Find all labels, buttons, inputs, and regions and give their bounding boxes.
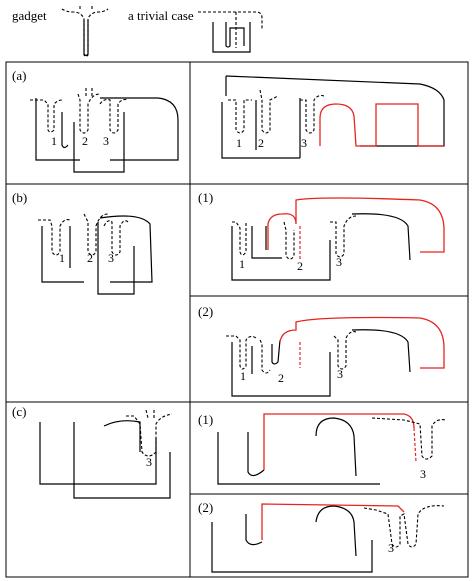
panel-b-num-3: 3 [108,251,114,265]
gadget-glyph [61,6,109,58]
panel-b1-result [231,197,445,281]
panel-a-result-num-3: 3 [301,136,307,150]
panel-b-label: (b) [12,190,27,205]
panel-c1-label: (1) [198,412,213,427]
panel-b1-num-1: 1 [239,257,245,271]
panel-c2-result [211,503,445,573]
panel-b1-label: (1) [198,190,213,205]
panel-a-result-num-2: 2 [258,136,264,150]
panel-c-label: (c) [12,404,26,419]
panel-a-num-3: 3 [103,134,109,148]
panel-a-num-1: 1 [51,134,57,148]
panel-a-result [221,75,445,159]
panel-c2-num-3: 3 [388,541,394,555]
panel-c2-label: (2) [198,500,213,515]
gadget-label: gadget [12,8,47,23]
panel-b-num-1: 1 [59,251,65,265]
trivial-case-label: a trivial case [128,8,194,23]
panel-b1-num-3: 3 [336,255,342,269]
panel-b2-label: (2) [198,304,213,319]
panel-b2-num-1: 1 [240,369,246,383]
trivial-case-glyph [198,11,263,53]
panel-a-gadget [30,88,179,173]
panel-b2-num-3: 3 [337,367,343,381]
grid-frame [5,61,469,578]
panel-a-label: (a) [12,68,26,83]
panel-c1-num-3: 3 [420,467,426,481]
panel-b2-num-2: 2 [278,371,284,385]
panel-c1-result [217,413,447,485]
panel-a-num-2: 2 [82,134,88,148]
panel-b2-result [226,316,445,397]
panel-a-result-num-1: 1 [236,136,242,150]
panel-c-gadget [39,409,173,499]
panel-b-num-2: 2 [87,251,93,265]
panel-b1-num-2: 2 [297,259,303,273]
panel-b-gadget [38,213,153,295]
panel-c-num-3: 3 [146,455,152,469]
